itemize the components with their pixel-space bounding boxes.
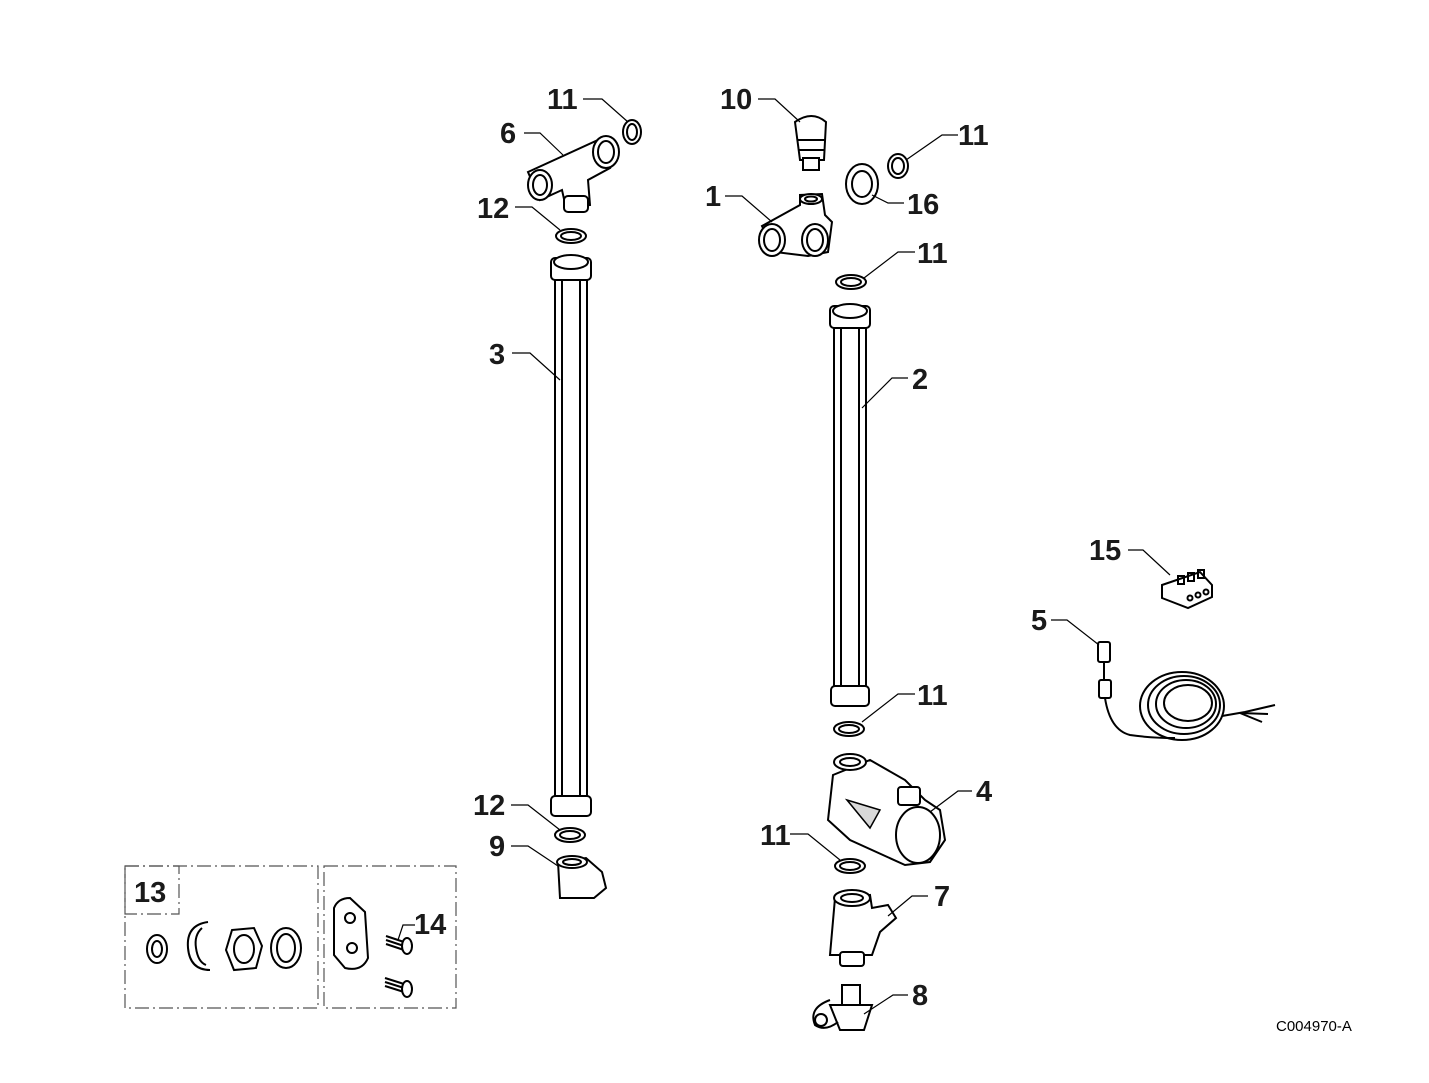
kit-box-14 bbox=[323, 865, 457, 1009]
pump-4 bbox=[826, 753, 947, 867]
callout-2: 2 bbox=[912, 364, 928, 396]
callout-3: 3 bbox=[489, 339, 505, 371]
callout-12-b: 12 bbox=[473, 790, 505, 822]
callout-12-a: 12 bbox=[477, 193, 509, 225]
callout-4: 4 bbox=[976, 776, 992, 808]
callout-7: 7 bbox=[934, 881, 950, 913]
callout-11-c: 11 bbox=[917, 238, 948, 270]
cross-fitting-1 bbox=[758, 192, 834, 258]
pipe-3 bbox=[550, 254, 592, 817]
callout-15: 15 bbox=[1089, 535, 1121, 567]
callout-6: 6 bbox=[500, 118, 516, 150]
drain-tap-8 bbox=[812, 984, 874, 1031]
air-vent-10 bbox=[793, 115, 828, 171]
screw-14-a bbox=[385, 935, 413, 955]
callout-13: 13 bbox=[134, 877, 166, 909]
callout-9: 9 bbox=[489, 831, 505, 863]
callout-8: 8 bbox=[912, 980, 928, 1012]
callout-11-b: 11 bbox=[958, 120, 989, 152]
connector-15 bbox=[1161, 569, 1213, 610]
elbow-9 bbox=[556, 855, 608, 899]
drawing-reference-code: C004970-A bbox=[1276, 1018, 1352, 1035]
leader-lines bbox=[397, 98, 1171, 1015]
callout-14: 14 bbox=[414, 909, 446, 941]
callout-16: 16 bbox=[907, 189, 939, 221]
pipe-2 bbox=[829, 303, 871, 707]
callout-1: 1 bbox=[705, 181, 721, 213]
kit-box-13 bbox=[124, 865, 319, 1009]
callout-5: 5 bbox=[1031, 605, 1047, 637]
nut-16 bbox=[845, 163, 879, 205]
callout-11-d: 11 bbox=[917, 680, 948, 712]
tee-fitting-6 bbox=[526, 135, 620, 213]
screw-14-b bbox=[384, 977, 413, 998]
sensor-cable-5 bbox=[1097, 641, 1276, 741]
seal-ring-11-a bbox=[622, 119, 642, 145]
callout-10: 10 bbox=[720, 84, 752, 116]
callout-11-a: 11 bbox=[547, 84, 578, 116]
callout-11-e: 11 bbox=[760, 820, 791, 852]
valve-7 bbox=[828, 889, 898, 967]
